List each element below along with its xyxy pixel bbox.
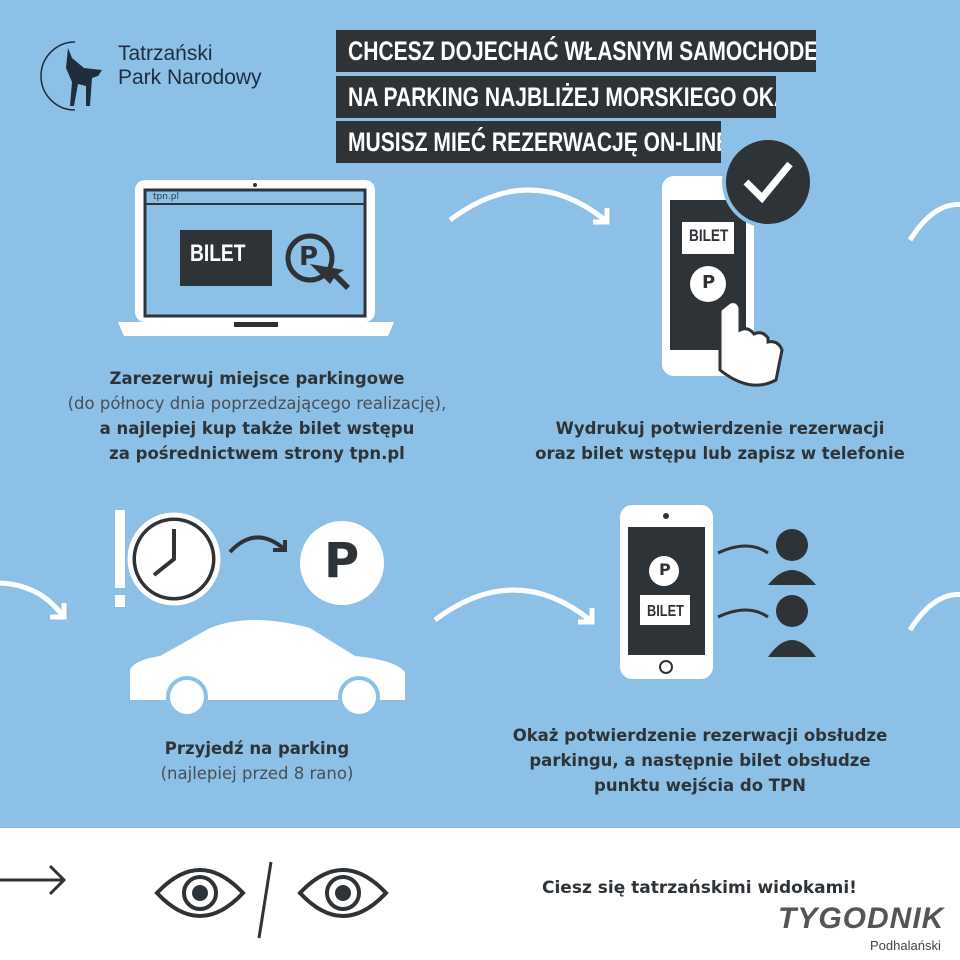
url-bar: tpn.pl (153, 192, 180, 202)
arrow-icon (0, 580, 67, 620)
step3-caption: Przyjedź na parking (najlepiej przed 8 r… (160, 739, 354, 783)
arrow-icon (433, 587, 595, 625)
logo-text: Tatrzański Park Narodowy (118, 42, 262, 90)
logo-line1: Tatrzański (118, 42, 213, 65)
parking-sign-icon (300, 521, 384, 605)
arrow-icon (907, 201, 960, 242)
step4-caption: Okaż potwierdzenie rezerwacji obsłudze p… (512, 726, 888, 795)
phone-icon (662, 136, 814, 387)
footer-text: Ciesz się tatrzańskimi widokami! (542, 878, 857, 898)
arrow-icon (228, 535, 287, 554)
arrow-icon (0, 864, 67, 896)
ticket-label: BILET (190, 240, 246, 267)
arrow-icon (907, 591, 960, 632)
eye-icon (297, 868, 389, 918)
clock-icon (115, 510, 221, 607)
step1-caption: Zarezerwuj miejsce parkingowe (do północ… (67, 369, 447, 463)
laptop-icon (118, 180, 394, 336)
phone-icon (620, 505, 816, 679)
tpn-link[interactable]: tpn.pl (349, 444, 405, 463)
title-line-1: CHCESZ DOJECHAĆ WŁASNYM SAMOCHODEM (336, 30, 816, 72)
logo-line2: Park Narodowy (118, 66, 262, 89)
tpn-logo-icon (40, 41, 102, 111)
ticket-label: BILET (689, 226, 729, 245)
ticket-label: BILET (647, 603, 684, 620)
title-line-2: NA PARKING NAJBLIŻEJ MORSKIEGO OKA? (336, 76, 776, 118)
parking-label: P (659, 560, 671, 579)
brand-sub: Podhalański (870, 938, 941, 953)
slash-divider (257, 861, 273, 939)
arrow-icon (448, 187, 610, 225)
parking-label: P (324, 533, 360, 589)
parking-label: P (299, 242, 319, 272)
parking-label: P (702, 272, 716, 293)
step2-caption: Wydrukuj potwierdzenie rezerwacji oraz b… (535, 419, 905, 463)
eye-icon (154, 868, 246, 918)
title-line-3: MUSISZ MIEĆ REZERWACJĘ ON-LINE. (336, 121, 721, 163)
brand-logo: TYGODNIK (778, 902, 945, 935)
car-icon (130, 620, 405, 718)
